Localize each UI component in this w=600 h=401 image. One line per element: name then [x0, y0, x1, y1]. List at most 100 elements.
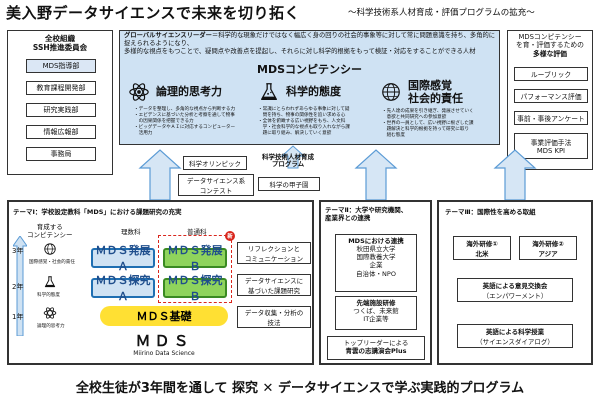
competency-logical-desc4: ・ビッグデータやＡＩに対応するコンピューター — [134, 124, 236, 130]
flask-icon — [261, 83, 277, 100]
competency-logical-desc1: ・データを整理し、多角的な視点から判断する力 — [134, 107, 236, 112]
global-leader-text1: ＝科学的な現象だけではなく幅広く身の回りの社会的事象等に対して常に問題意識を持ち… — [211, 32, 470, 39]
leader-lecture-box: トップリーダーによる 青雲の志講演会Plus — [327, 336, 425, 360]
advanced-facility-box: 先端施設研修 つくば、未来館 IT企業等 — [335, 296, 417, 330]
koshien-box: 科学の甲子園 — [258, 177, 320, 191]
competency-label-logical: 論理的思考力 — [37, 324, 65, 329]
overseas-trip1-line1: 海外研修① — [466, 240, 498, 248]
competency-scientific: 科学的態度 ・常識にとらわれずあらゆる事象に対して疑 問を持ち、物事の関係性を追… — [252, 79, 372, 143]
competency-global-desc2: 意欲と共同研究への参加意欲 — [382, 114, 447, 120]
overseas-trip-asia: 海外研修② アジア — [519, 236, 577, 260]
atom-icon — [129, 83, 149, 101]
overseas-trip1-line2: 北米 — [475, 250, 489, 258]
up-arrow-left — [138, 149, 182, 201]
year-label-3: 3年 — [12, 247, 24, 255]
desc-data-methods-line2: 技法 — [267, 319, 281, 327]
competency-logical-desc2: ・エビデンスに基づいた分析と考察を通して物事 — [134, 112, 235, 118]
competency-global-name-line2: 社会的責任 — [408, 92, 463, 106]
english-science-class-line2: （サイエンスダイアログ） — [476, 338, 554, 346]
competency-global-desc1: ・先人達の成果を引き継ぎ、発展させていく — [382, 109, 474, 114]
partner-international-university: 国際教養大学 — [356, 253, 396, 262]
footer-slogan: 全校生徒が3年間を通して 探究 ✕ データサイエンスで学ぶ実践的プログラム — [75, 381, 525, 396]
english-science-class-line1: 英語による科学授業 — [485, 328, 545, 336]
org-item-office: 事務局 — [26, 147, 96, 161]
general-course-label: 普通科 — [187, 228, 207, 236]
talent-program-label: 科学技術人材育成 プログラム — [250, 152, 326, 170]
competency-logical: 論理的思考力 ・データを整理し、多角的な視点から判断する力 ・エビデンスに基づい… — [126, 79, 246, 143]
english-exchange-box: 英語による意見交換会 （エンパワーメント） — [457, 278, 573, 302]
competency-global-name: 国際感覚 社会的責任 — [408, 79, 463, 105]
partner-municipalities: 自治体・NPO — [356, 269, 396, 278]
science-course-label: 理数科 — [121, 228, 141, 236]
competency-scientific-name: 科学的態度 — [286, 85, 341, 98]
theme2-title-line2: 産業界との連携 — [325, 214, 371, 223]
leader-lecture-line1: トップリーダーによる — [343, 339, 409, 347]
ds-contest-box: データサイエンス系 コンテスト — [178, 174, 254, 196]
competency-scientific-desc: ・常識にとらわれずあらゆる事象に対して疑 問を持ち、物事の関係性を追い求める心 … — [258, 107, 372, 137]
overseas-trip2-line2: アジア — [538, 250, 558, 258]
eval-item-survey: 事前・事後アンケート — [514, 111, 588, 125]
mds-basic: ＭＤＳ基礎 — [100, 306, 228, 326]
competency-scientific-desc5: 題に取り組み、解決していく意欲 — [258, 130, 332, 136]
theme3-title: テーマⅢ：国際性を高める取組 — [445, 208, 536, 216]
competency-column-label2: コンピテンシー — [27, 230, 73, 239]
global-leader-panel: グローバルサイエンスリーダー＝科学的な現象だけではなく幅広く身の回りの社会的事象… — [119, 30, 500, 145]
organization-title: 全校組織 SSH推進委員会 — [8, 34, 112, 53]
mds-logo-subtitle: Miirino Data Science — [133, 350, 195, 357]
up-arrow-center — [354, 149, 398, 201]
desc-data-methods-line1: データ収集・分析の — [244, 309, 304, 317]
competency-global-desc5: 組む態度 — [382, 132, 405, 138]
competency-scientific-desc1: ・常識にとらわれずあらゆる事象に対して疑 — [258, 107, 350, 112]
organization-title-line2: SSH推進委員会 — [32, 43, 88, 53]
eval-item-kpi: 事業評価手法 MDS KPI — [514, 133, 588, 159]
new-badge: 新 — [225, 231, 235, 241]
global-leader-definition: グローバルサイエンスリーダー＝科学的な現象だけではなく幅広く身の回りの社会的事象… — [124, 32, 496, 56]
year-label-2: 2年 — [12, 283, 24, 291]
ds-contest-line1: データサイエンス系 — [186, 177, 246, 185]
desc-reflection-line2: コミュニケーション — [244, 255, 304, 263]
desc-reflection-line1: リフレクションと — [248, 245, 300, 253]
global-leader-text3: 多様的な視点をもつことで、疑問点や改善点を提起し、それらに対し科学的根拠をもって… — [124, 47, 476, 55]
global-leader-text2: 多角的に捉えられるようになり、 — [124, 32, 496, 47]
globe-people-icon — [44, 243, 56, 255]
english-exchange-line1: 英語による意見交換会 — [482, 282, 548, 290]
page-subtitle: ～科学技術系人材育成・評価プログラムの拡充～ — [348, 8, 535, 18]
org-item-curriculum: 教育課程開発部 — [26, 81, 96, 95]
theme1-title: テーマⅠ：学校設定教科「MDS」における課題研究の充実 — [13, 208, 182, 216]
advanced-facility-line2: IT企業等 — [363, 315, 389, 324]
org-item-info: 情報広報部 — [26, 125, 96, 139]
overseas-trip-north-america: 海外研修① 北米 — [453, 236, 511, 260]
partner-akita-prefectural-university: 秋田県立大学 — [356, 245, 396, 254]
advanced-facility-title: 先端施設研修 — [356, 299, 396, 307]
theme3-panel: テーマⅢ：国際性を高める取組 海外研修① 北米 海外研修② アジア 英語による意… — [437, 200, 593, 365]
organization-title-line1: 全校組織 — [45, 34, 75, 43]
competency-global: 国際感覚 社会的責任 ・先人達の成果を引き継ぎ、発展させていく 意欲と共同研究へ… — [376, 77, 500, 143]
competency-label-global: 国際感覚・社会的責任 — [29, 260, 75, 265]
competency-scientific-desc3: ・全体を俯瞰する広い視野をもち、人文科 — [258, 118, 346, 124]
desc-data-research: データサイエンスに 基づいた課題研究 — [237, 274, 311, 296]
year-progress-arrow — [13, 236, 27, 336]
evaluation-title-line2: を育・評価するための — [516, 41, 584, 50]
competency-global-desc3: ・世界の一員として、広い視野に根ざした課 — [382, 120, 474, 126]
competency-scientific-desc4: 学・社会科学的な視点も取り入れながら課 — [258, 124, 350, 130]
atom-icon — [43, 307, 57, 319]
mds-inquiry-b: ＭＤＳ探究Ｂ — [163, 274, 227, 303]
competency-title: MDSコンピテンシー — [257, 63, 362, 76]
desc-data-research-line2: 基づいた課題研究 — [248, 287, 300, 295]
advanced-facility-line1: つくば、未来館 — [353, 307, 399, 316]
competency-column-label1: 育成する — [36, 223, 63, 231]
evaluation-title-line1: MDSコンピテンシー — [518, 33, 582, 41]
org-item-research: 研究実践部 — [26, 103, 96, 117]
desc-data-research-line1: データサイエンスに — [244, 277, 304, 285]
page-title: 美入野データサイエンスで未来を切り拓く — [6, 4, 301, 22]
evaluation-title: MDSコンピテンシー を育・評価するための 多様な評価 — [508, 33, 592, 58]
eval-item-performance: パフォーマンス評価 — [514, 89, 588, 103]
overseas-trip2-line1: 海外研修② — [532, 240, 564, 248]
olympiad-box: 科学オリンピック — [183, 156, 247, 170]
mds-partnership-box: MDSにおける連携 秋田県立大学 国際教養大学 企業 自治体・NPO — [335, 234, 417, 292]
theme1-panel: テーマⅠ：学校設定教科「MDS」における課題研究の充実 育成する コンピテンシー… — [7, 200, 314, 365]
ds-contest-line2: コンテスト — [199, 187, 233, 195]
talent-program-line1: 科学技術人材育成 — [262, 152, 314, 161]
competency-column-label: 育成する コンピテンシー — [27, 223, 73, 240]
english-exchange-line2: （エンパワーメント） — [482, 292, 548, 300]
